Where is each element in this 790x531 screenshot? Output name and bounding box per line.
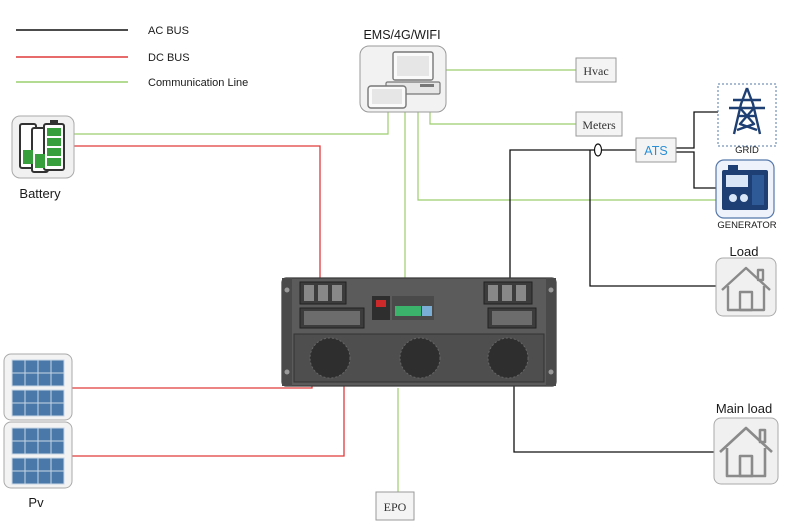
battery-label: Battery: [19, 186, 61, 201]
generator-label: GENERATOR: [717, 220, 776, 231]
battery-node: Battery: [11, 115, 75, 201]
battery-stack-icon: [19, 120, 65, 173]
epo-node: EPO: [375, 491, 415, 521]
ac-line-generator: [676, 151, 718, 189]
dc-line-battery: [74, 145, 321, 282]
ac-line-ats: [509, 149, 636, 282]
ats-node: ATS: [635, 137, 677, 163]
grid-node: GRID: [717, 83, 777, 156]
main-load-frame: [713, 417, 779, 485]
load-frame: [715, 257, 777, 317]
ac-line-load: [589, 150, 716, 287]
transmission-tower-icon: [729, 87, 765, 135]
hvac-node: Hvac: [575, 57, 617, 83]
ems-label: EMS/4G/WIFI: [363, 28, 440, 42]
computer-workstation-icon: [359, 45, 447, 113]
hvac-label: Hvac: [583, 64, 608, 78]
ac-line-grid: [676, 111, 718, 149]
grid-label: GRID: [735, 145, 759, 156]
load-node: Load: [715, 244, 777, 317]
legend-comm-label: Communication Line: [148, 77, 248, 89]
communication-lines: [74, 69, 716, 492]
pv-label: Pv: [28, 495, 44, 510]
solar-panel-icon: [3, 421, 73, 489]
comm-line-generator: [417, 112, 716, 201]
comm-line-meters: [429, 112, 576, 125]
house-icon: [721, 266, 771, 312]
meters-node: Meters: [575, 111, 623, 137]
hvac-box: [575, 57, 617, 83]
main-load-node: Main load: [713, 401, 779, 485]
ats-box: [635, 137, 677, 163]
legend: AC BUS DC BUS Communication Line: [16, 25, 248, 89]
main-load-label: Main load: [716, 401, 772, 416]
generator-icon: [722, 165, 768, 210]
legend-ac-label: AC BUS: [148, 25, 189, 37]
solar-panel-icon: [3, 353, 73, 421]
house-icon: [719, 426, 773, 478]
comm-line-battery: [74, 112, 389, 135]
epo-box: [375, 491, 415, 521]
pv-node: Pv: [3, 353, 73, 510]
ems-node: EMS/4G/WIFI: [359, 28, 447, 113]
meters-label: Meters: [582, 118, 616, 132]
current-transformer-icon: [593, 143, 603, 157]
generator-node: GENERATOR: [715, 159, 777, 231]
inverter-rack-icon: [281, 277, 557, 387]
legend-dc-label: DC BUS: [148, 52, 190, 64]
meters-box: [575, 111, 623, 137]
ats-label: ATS: [644, 144, 667, 158]
dc-line-pv-1: [72, 330, 313, 389]
load-label: Load: [730, 244, 759, 259]
epo-label: EPO: [384, 500, 407, 514]
